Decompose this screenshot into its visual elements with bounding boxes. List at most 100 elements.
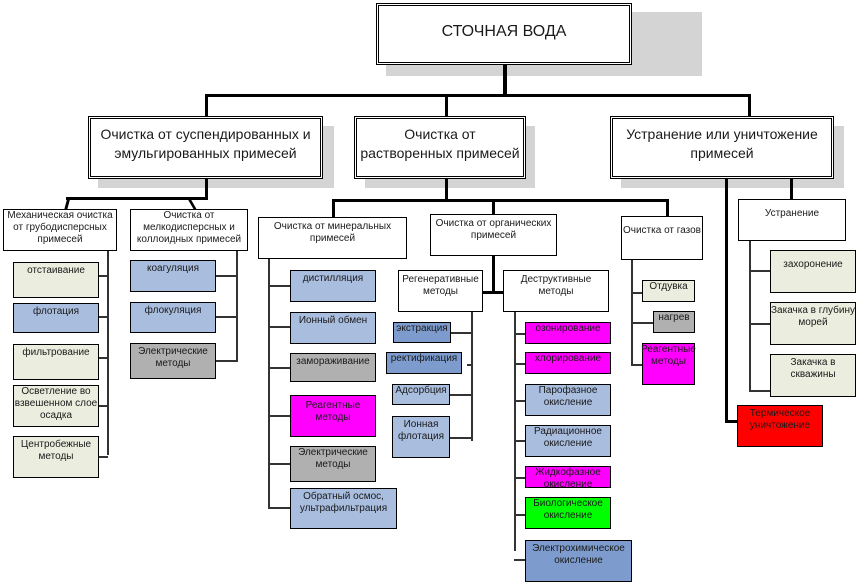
connector <box>503 63 507 96</box>
method-label: Реагентные методы <box>305 400 361 423</box>
method-box: Парофазное окисление <box>525 384 611 416</box>
connector <box>790 177 793 201</box>
method-label: Закачка в глубину морей <box>771 305 855 328</box>
connector <box>749 270 770 272</box>
method-box: флокуляция <box>130 302 216 333</box>
node-label: Регенеративные методы <box>402 274 479 297</box>
method-box: Ионный обмен <box>290 312 376 344</box>
connector <box>514 440 526 442</box>
connector <box>205 94 750 97</box>
connector <box>99 456 108 458</box>
node-label: Очистка от растворенных примесей <box>360 126 520 161</box>
method-box: Электрохимическое окисление <box>525 540 632 582</box>
root-label: СТОЧНАЯ ВОДА <box>441 23 567 40</box>
connector <box>467 364 473 366</box>
node-label: Устранение или уничтожение примесей <box>626 126 818 161</box>
connector <box>631 364 643 366</box>
connector <box>216 316 238 318</box>
node-label: Очистка от минеральных примесей <box>273 221 392 244</box>
connector <box>514 559 526 561</box>
method-box: Центробежные методы <box>13 436 99 478</box>
connector <box>268 463 290 465</box>
connector <box>492 255 495 293</box>
method-label: нагрев <box>658 312 690 323</box>
connector <box>268 285 290 287</box>
method-box: нагрев <box>653 311 695 333</box>
node-fine: Очистка от мелкодисперсных и коллоидных … <box>130 209 248 251</box>
method-box: Реагентные методы <box>641 343 696 385</box>
method-label: Биологическое окисление <box>533 498 603 521</box>
method-label: Электрические методы <box>138 346 208 369</box>
node-label: Термическое уничтожение <box>749 408 811 431</box>
method-box: Осветление во взвешенном слое осадка <box>13 385 99 427</box>
method-box: флотация <box>13 303 99 333</box>
connector <box>268 507 290 509</box>
method-box: Электрические методы <box>130 343 216 379</box>
method-label: Электрохимическое окисление <box>532 543 625 566</box>
connector <box>236 250 238 362</box>
connector <box>99 357 108 359</box>
method-box: Закачка в скважины <box>770 354 856 397</box>
method-box: отстаивание <box>13 262 99 298</box>
method-label: Центробежные методы <box>20 439 92 462</box>
node-removal: Устранение <box>738 199 846 241</box>
method-label: флокуляция <box>144 305 202 316</box>
connector <box>631 322 654 324</box>
method-box: хлорирование <box>525 352 611 374</box>
connector <box>514 311 516 551</box>
method-label: отстаивание <box>27 265 85 276</box>
method-box: Жидкофазное окисление <box>525 466 611 490</box>
connector <box>99 405 108 407</box>
node-gases: Очистка от газов <box>621 216 703 260</box>
connector <box>482 291 504 294</box>
connector <box>631 258 633 365</box>
connector <box>450 394 473 396</box>
method-label: Радиационное окисление <box>534 426 602 449</box>
connector <box>749 240 751 392</box>
connector <box>725 177 728 422</box>
node-suspended: Очистка от суспендированных и эмульгиров… <box>88 116 323 179</box>
method-box: Биологическое окисление <box>525 497 611 529</box>
method-box: Отдувка <box>642 280 695 302</box>
connector <box>514 477 526 479</box>
node-label: Устранение <box>764 208 820 219</box>
connector <box>725 420 737 423</box>
method-label: фильтрование <box>22 347 90 358</box>
method-label: Реагентные методы <box>641 344 696 367</box>
connector <box>631 292 643 294</box>
connector <box>451 332 473 334</box>
method-box: коагуляция <box>130 260 216 292</box>
node-regenerative: Регенеративные методы <box>398 270 483 312</box>
connector <box>450 437 473 439</box>
connector <box>749 390 770 392</box>
connector <box>332 199 669 202</box>
connector <box>445 177 448 200</box>
node-mineral: Очистка от минеральных примесей <box>258 217 407 259</box>
connector <box>268 415 290 417</box>
connector <box>205 177 208 199</box>
connector <box>514 400 526 402</box>
node-dissolved: Очистка от растворенных примесей <box>354 116 526 179</box>
root-node: СТОЧНАЯ ВОДА <box>376 3 632 65</box>
method-label: Обратный осмос, ультрафильтрация <box>299 491 388 514</box>
method-label: дистилляция <box>302 273 364 284</box>
method-box: Реагентные методы <box>290 395 376 437</box>
connector <box>99 316 108 318</box>
node-thermal: Термическое уничтожение <box>737 405 823 447</box>
method-label: Жидкофазное окисление <box>535 467 601 490</box>
method-box: фильтрование <box>13 344 99 380</box>
method-label: Закачка в скважины <box>790 357 836 380</box>
node-label: Очистка от суспендированных и эмульгиров… <box>100 126 311 161</box>
connector <box>268 258 270 508</box>
connector <box>514 514 526 516</box>
method-box: Электрические методы <box>290 446 376 482</box>
method-label: Осветление во взвешенном слое осадка <box>14 386 98 421</box>
connector <box>107 250 109 455</box>
node-label: Очистка от газов <box>622 225 701 236</box>
node-label: Очистка от мелкодисперсных и коллоидных … <box>136 210 242 245</box>
method-label: замораживание <box>296 356 370 367</box>
connector <box>514 333 526 335</box>
method-box: ректификация <box>386 352 462 374</box>
method-label: экстракция <box>396 323 448 334</box>
connector <box>205 94 208 118</box>
